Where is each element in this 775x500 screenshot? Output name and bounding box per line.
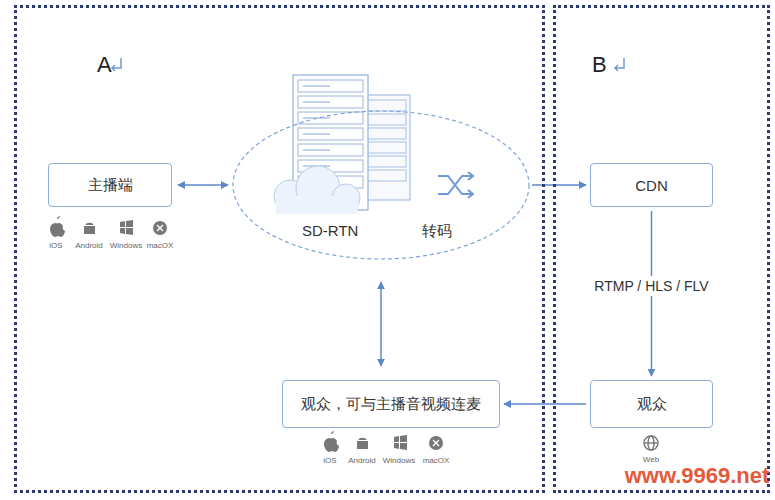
edge-label: RTMP / HLS / FLV	[590, 276, 712, 296]
region-letter: A	[97, 52, 112, 78]
platform-label: Windows	[110, 241, 142, 250]
platform-label: Android	[75, 241, 103, 250]
process-box: 观众，可与主播音视频连麦	[282, 380, 500, 428]
platform-label: Web	[643, 455, 659, 464]
platform-label: iOS	[323, 456, 336, 465]
node-label: 观众，可与主播音视频连麦	[301, 395, 481, 414]
transcode-icon	[438, 172, 473, 198]
node-label: 观众	[637, 395, 667, 414]
node-label: 转码	[422, 222, 452, 241]
process-box: CDN	[590, 163, 713, 207]
web-icon	[644, 436, 658, 450]
process-box: 观众	[590, 380, 713, 428]
platform-icons	[324, 431, 443, 452]
region-letter: B	[592, 52, 607, 78]
return-mark	[615, 58, 624, 71]
node-label: SD-RTN	[302, 222, 358, 239]
platform-label: macOX	[423, 456, 450, 465]
process-box: 主播端	[48, 163, 172, 207]
region-b: B CDN 观众	[553, 5, 770, 493]
node-label: 主播端	[88, 176, 133, 195]
connector-arrow	[504, 403, 586, 405]
node-label: CDN	[635, 177, 668, 194]
platform-label: iOS	[49, 241, 62, 250]
platform-label: Android	[348, 456, 376, 465]
platform-label: Windows	[383, 456, 415, 465]
return-mark	[112, 58, 121, 71]
network-cloud: SD-RTN 转码	[232, 110, 530, 260]
platform-icons	[50, 216, 167, 237]
connector-arrow	[178, 184, 228, 186]
platform-label: macOX	[147, 241, 174, 250]
watermark: www.9969.net	[625, 463, 770, 489]
cloud	[274, 166, 360, 214]
connector-arrow	[380, 282, 382, 366]
connector-arrow	[532, 184, 586, 186]
ellipse-outline	[232, 110, 530, 260]
